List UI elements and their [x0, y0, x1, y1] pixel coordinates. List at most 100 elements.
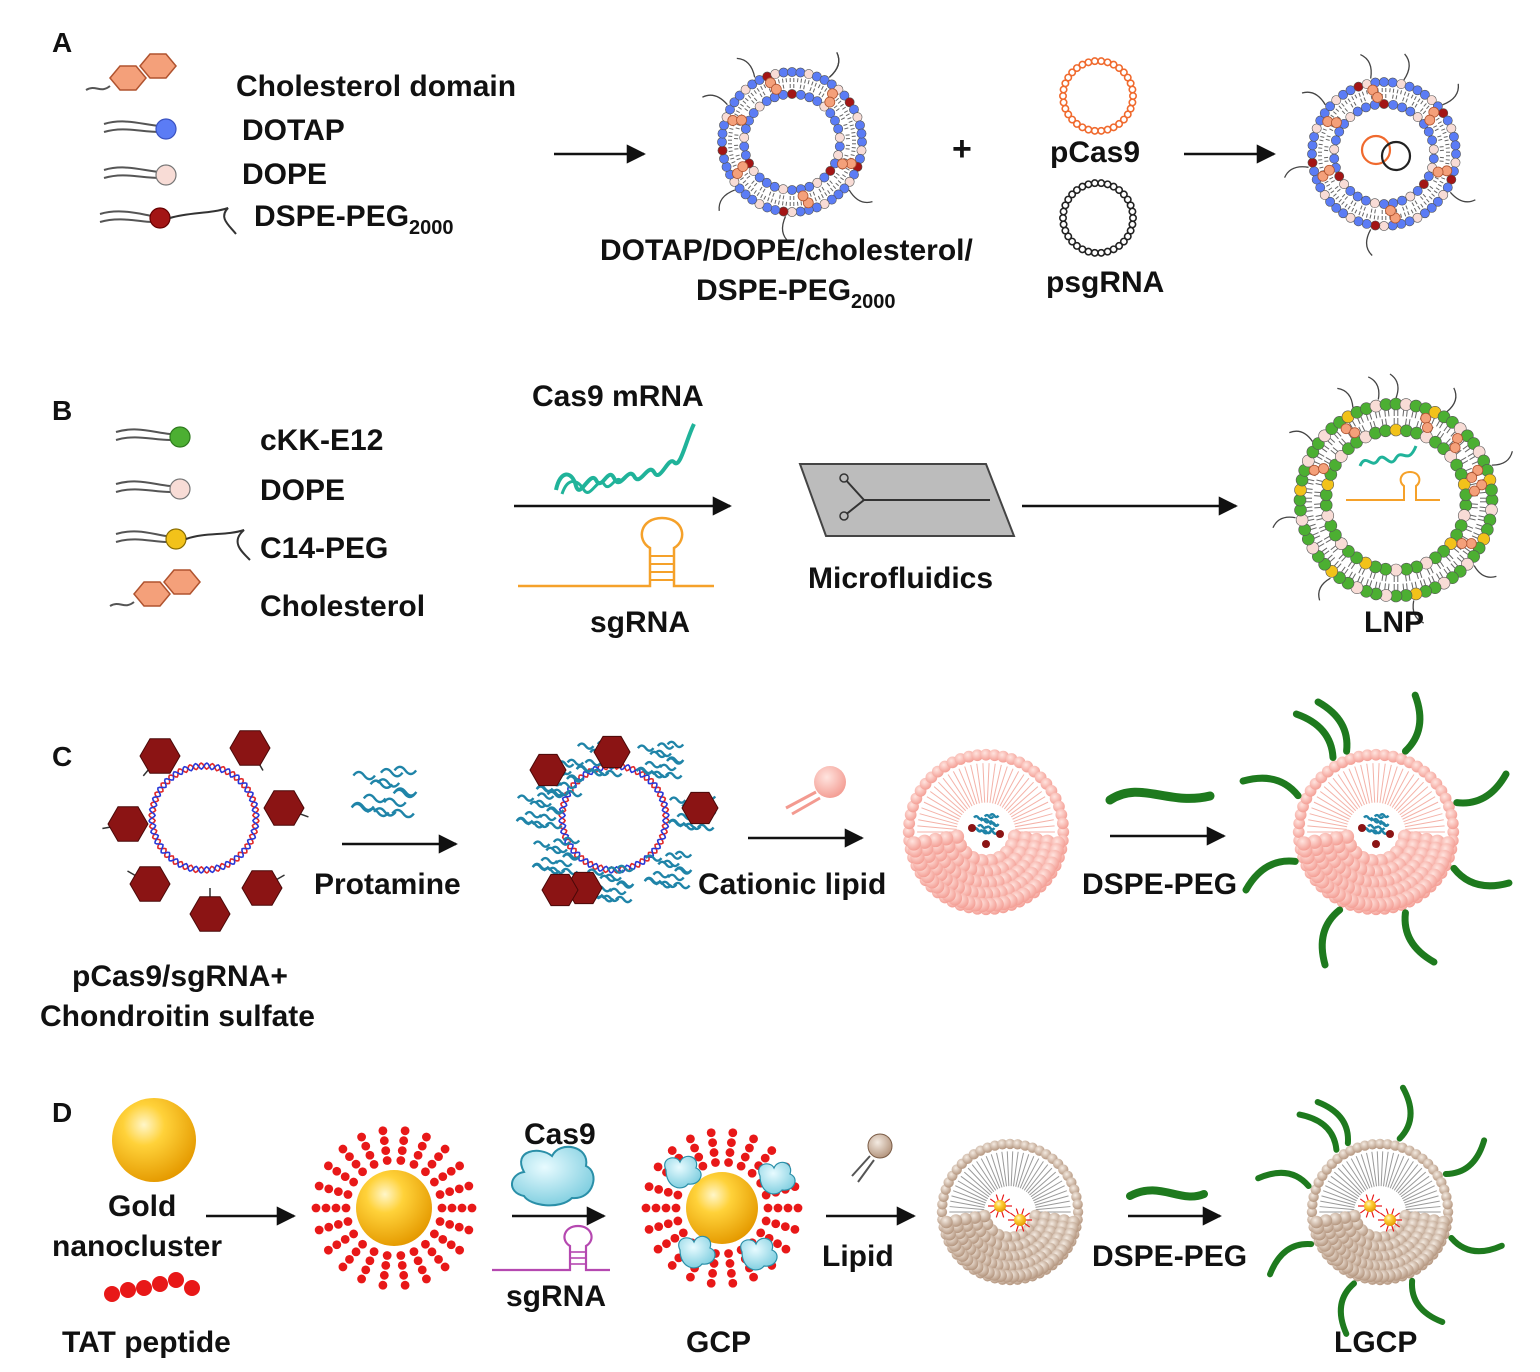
psgrna-label: psgRNA [1046, 266, 1164, 299]
peg-chain [1401, 691, 1424, 755]
gold-tat-conjugate [311, 1126, 477, 1290]
peg-chain [1453, 770, 1510, 807]
dotap-lipid-icon [103, 118, 177, 140]
panel-d-letter: D [52, 1097, 72, 1128]
legend-b-c14-peg: C14-PEG [260, 532, 388, 565]
lipid-label: Lipid [822, 1240, 894, 1273]
protamine-icon [350, 765, 418, 819]
complex-hexagon [681, 791, 719, 825]
lipid-icon-d [851, 1133, 893, 1183]
lipid-coated-gcp [936, 1138, 1084, 1286]
dspe-peg-label-d: DSPE-PEG [1092, 1240, 1247, 1273]
gold-nanocluster-icon [112, 1098, 196, 1182]
chondroitin-hexagon [229, 730, 271, 766]
peg-chain [1448, 1234, 1505, 1255]
gcp-cas9 [758, 1161, 796, 1195]
peg-chain [1296, 1111, 1340, 1153]
panel-b: B cKK-E12 DOPE C14-PEG Cholesterol Cas9 … [52, 373, 1513, 639]
c14-peg-lipid-icon [115, 528, 251, 561]
peg-chain [1450, 864, 1513, 890]
chondroitin-hexagon [263, 790, 305, 826]
complex-hexagon [593, 735, 631, 769]
cas9-label: Cas9 [524, 1118, 596, 1151]
legend-a-dope: DOPE [242, 158, 327, 191]
legend-b-dope: DOPE [260, 474, 345, 507]
peg-chain [1239, 774, 1302, 800]
plasmid-dna-ring [148, 762, 260, 874]
core-gold [1364, 1200, 1376, 1212]
gcp-cas9 [664, 1155, 702, 1189]
cationic-lipid-label: Cationic lipid [698, 868, 886, 901]
gold-core [356, 1170, 432, 1246]
tat-peptide-icon [104, 1272, 200, 1302]
dope-lipid-icon [103, 164, 177, 186]
pcas9-label: pCas9 [1050, 136, 1140, 169]
ckk-e12-lipid-icon [115, 426, 191, 448]
complex-hexagon [541, 873, 579, 907]
lnp-label: LNP [1364, 606, 1424, 639]
sgrna-label-b: sgRNA [590, 606, 690, 639]
peg-chain [1314, 1099, 1351, 1147]
start-label-line2: Chondroitin sulfate [40, 1000, 315, 1033]
cholesterol-icon [85, 53, 177, 91]
peg-chain [1318, 906, 1344, 969]
protamine-label: Protamine [314, 868, 461, 901]
liposome-a-label-line1: DOTAP/DOPE/cholesterol/ [600, 234, 974, 267]
dspe-peg-label-c: DSPE-PEG [1082, 868, 1237, 901]
peg-chain [1401, 909, 1438, 966]
peg-chain [1292, 710, 1337, 762]
legend-b-ckk: cKK-E12 [260, 424, 383, 457]
microfluidics-label: Microfluidics [808, 562, 993, 595]
cas9-mrna-icon [554, 423, 696, 495]
pegylated-particle [1239, 691, 1513, 969]
cationic-lipid-icon [785, 766, 846, 816]
dspe-peg-lipid-icon [99, 207, 237, 235]
chondroitin-hexagon [241, 870, 283, 906]
core-gold [1384, 1214, 1396, 1226]
start-label-line1: pCas9/sgRNA+ [72, 960, 288, 993]
complex-hexagon [529, 753, 567, 787]
peg-chain [1337, 1280, 1358, 1337]
core-gold [994, 1200, 1006, 1212]
peg-chain [1267, 1241, 1315, 1278]
panel-a-letter: A [52, 27, 72, 58]
cas9-protein-icon [511, 1146, 595, 1207]
gold-core [686, 1172, 758, 1244]
peg-chain-icon-c [1105, 787, 1215, 805]
cholesterol-icon-b [109, 569, 201, 607]
peg-chain [1442, 1137, 1488, 1177]
gold-label-line1: Gold [108, 1190, 176, 1223]
liposome-a-empty [702, 52, 873, 243]
sgrna-label-d: sgRNA [506, 1280, 606, 1313]
dope-lipid-icon-b [115, 478, 191, 500]
legend-b-cholesterol: Cholesterol [260, 590, 425, 623]
liposome-a-loaded [1283, 53, 1476, 256]
microfluidic-chip-icon [798, 463, 1016, 537]
sgrna-hairpin-icon-d [492, 1224, 610, 1272]
peg-chain [1242, 857, 1299, 894]
gcp-particle [641, 1128, 803, 1288]
peg-chain [1314, 698, 1351, 755]
dna-protamine-complex [515, 735, 719, 907]
chondroitin-hexagon [129, 866, 171, 902]
gold-label-line2: nanocluster [52, 1230, 222, 1263]
lnp-particle [1272, 373, 1513, 624]
core-gold [1014, 1214, 1026, 1226]
liposome-a-label-line2: DSPE-PEG2000 [696, 274, 896, 313]
legend-a-dspe-peg: DSPE-PEG2000 [254, 200, 454, 239]
legend-a-dotap: DOTAP [242, 114, 345, 147]
panel-d: D Gold nanocluster TAT peptide Cas9 sgRN… [52, 1084, 1505, 1359]
tat-peptide-label: TAT peptide [62, 1326, 231, 1359]
panel-b-letter: B [52, 395, 72, 426]
lnp-mrna [1358, 445, 1418, 467]
gcp-cas9 [678, 1235, 716, 1269]
peg-chain [1396, 1084, 1414, 1142]
lnp-sgrna [1346, 470, 1440, 501]
chondroitin-hexagon [107, 806, 149, 842]
chondroitin-sulfate-ring [102, 730, 309, 932]
sgrna-hairpin-icon-b [518, 516, 714, 588]
plus-sign: + [952, 130, 972, 168]
gcp-label: GCP [686, 1326, 751, 1359]
gcp-cas9 [740, 1237, 778, 1271]
